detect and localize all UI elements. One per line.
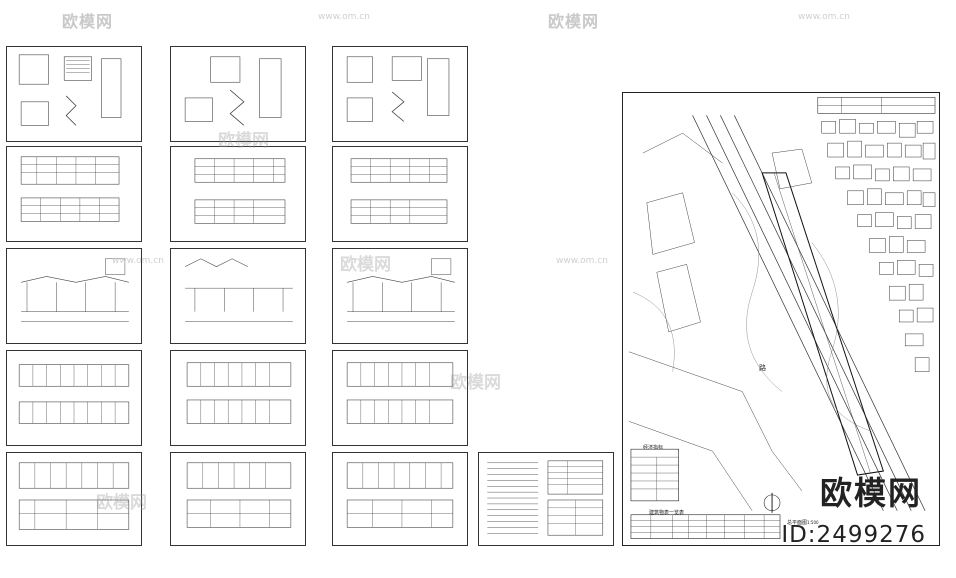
design-notes-sheet[interactable] [478, 452, 614, 546]
sheet-graphic [18, 462, 130, 530]
watermark-brand-mid-3: 欧模网 [450, 373, 501, 392]
sheet-graphic [20, 156, 120, 222]
sheet-graphic [186, 462, 292, 528]
watermark-url-2: www.om.cn [798, 12, 850, 22]
watermark-brand-mid-2: 欧模网 [340, 255, 391, 274]
watermark-url-mid-2: www.om.cn [556, 256, 608, 266]
north-arrow-icon [763, 492, 781, 513]
watermark-brand-mid-4: 欧模网 [96, 493, 147, 512]
sheet-graphic [21, 258, 129, 322]
watermark-brand-1: 欧模网 [62, 14, 114, 31]
sheet-graphic [346, 462, 454, 528]
watermark-url-1: www.om.cn [318, 12, 370, 22]
watermark-brand-mid-1: 欧模网 [218, 131, 269, 150]
drawing-sheet-3-3[interactable] [332, 248, 468, 344]
indicator-table-title: 经济指标 [643, 445, 664, 451]
sheet-graphic [346, 362, 454, 424]
sheet-graphic [194, 158, 286, 224]
sheet-graphic [184, 56, 282, 126]
sheet-graphic [346, 56, 450, 122]
drawing-sheet-2-5[interactable] [170, 452, 306, 546]
drawing-sheet-3-4[interactable] [332, 350, 468, 446]
drawing-sheet-1-3[interactable] [6, 248, 142, 344]
watermark-url-mid-1: www.om.cn [112, 256, 164, 266]
drawing-sheet-1-5[interactable] [6, 452, 142, 546]
site-plan-graphic [628, 97, 936, 539]
drawing-sheet-3-1[interactable] [332, 46, 468, 142]
sheet-graphic [18, 54, 122, 126]
plan-scale: 1:500 [807, 520, 819, 525]
sheet-graphic [186, 362, 292, 424]
drawing-sheet-1-2[interactable] [6, 146, 142, 242]
drawing-sheet-1-4[interactable] [6, 350, 142, 446]
model-id-text: ID:2499276 [781, 522, 926, 548]
drawing-sheet-2-3[interactable] [170, 248, 306, 344]
sheet-graphic [347, 258, 455, 322]
sheet-graphic [18, 364, 130, 424]
drawing-sheet-3-2[interactable] [332, 146, 468, 242]
drawing-sheet-2-2[interactable] [170, 146, 306, 242]
site-plan-sheet[interactable]: 经济指标 建筑物表一览表 总平面图 1:500 路 [622, 92, 940, 546]
sheet-graphic [487, 460, 604, 536]
brand-logo-text: 欧模网 [819, 474, 922, 512]
drawing-sheet-3-5[interactable] [332, 452, 468, 546]
sheet-graphic [350, 158, 448, 224]
building-table-title: 建筑物表一览表 [649, 510, 685, 516]
sheet-graphic [184, 258, 293, 322]
economic-indicator-table [630, 448, 679, 502]
road-label: 路 [759, 364, 766, 372]
drawing-sheet-1-1[interactable] [6, 46, 142, 142]
plan-title: 总平面图 [787, 520, 808, 526]
drawing-sheet-2-1[interactable] [170, 46, 306, 142]
watermark-brand-2: 欧模网 [548, 14, 600, 31]
drawing-sheet-2-4[interactable] [170, 350, 306, 446]
